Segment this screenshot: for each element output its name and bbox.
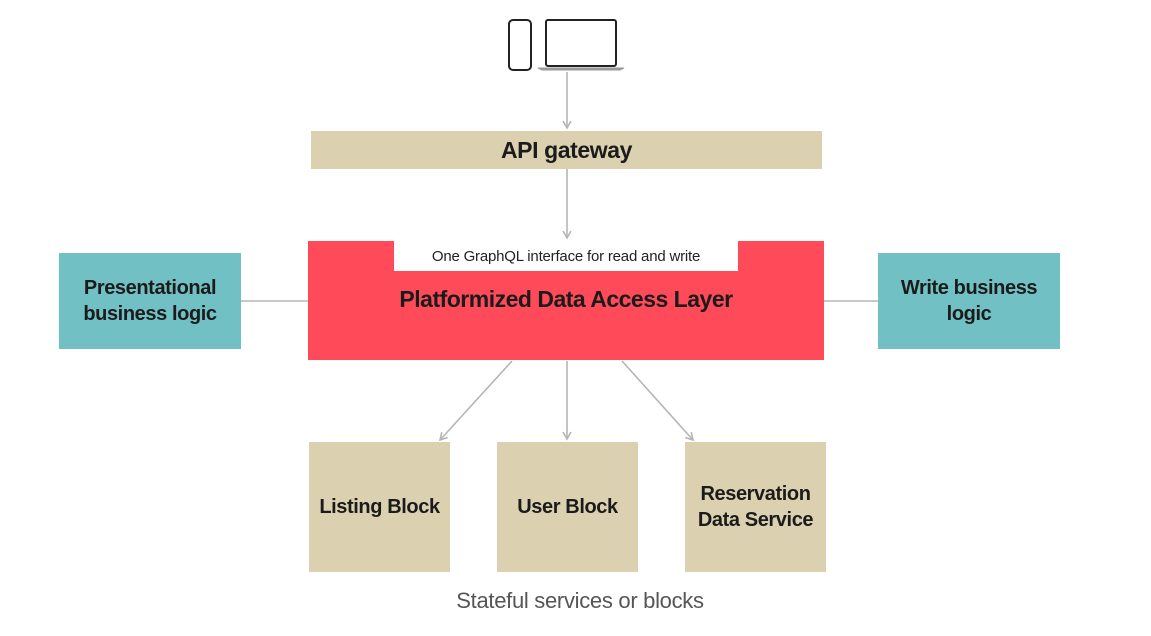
reservation-service-label: Reservation Data Service bbox=[697, 483, 814, 531]
data-access-layer-title: Platformized Data Access Layer bbox=[399, 286, 733, 312]
write-logic-box: Write business logic bbox=[878, 253, 1060, 349]
arrow-dal-to-reservation-service bbox=[621, 360, 695, 442]
presentational-logic-label: Presentational business logic bbox=[83, 277, 217, 325]
data-access-layer-box: One GraphQL interface for read and write… bbox=[308, 241, 824, 360]
graphql-interface-note: One GraphQL interface for read and write bbox=[394, 241, 738, 271]
listing-block-label: Listing Block bbox=[319, 496, 440, 518]
listing-block-box: Listing Block bbox=[309, 442, 450, 572]
arrow-dal-to-listing-block bbox=[438, 360, 513, 442]
api-gateway-box: API gateway bbox=[311, 131, 822, 169]
write-logic-label: Write business logic bbox=[900, 277, 1038, 325]
laptop-icon bbox=[537, 19, 625, 71]
presentational-logic-box: Presentational business logic bbox=[59, 253, 241, 349]
reservation-service-box: Reservation Data Service bbox=[685, 442, 826, 572]
api-gateway-label: API gateway bbox=[500, 136, 633, 163]
user-block-label: User Block bbox=[517, 496, 618, 518]
blocks-caption: Stateful services or blocks bbox=[456, 588, 704, 613]
user-block-box: User Block bbox=[497, 442, 638, 572]
mobile-phone-icon bbox=[508, 19, 532, 71]
